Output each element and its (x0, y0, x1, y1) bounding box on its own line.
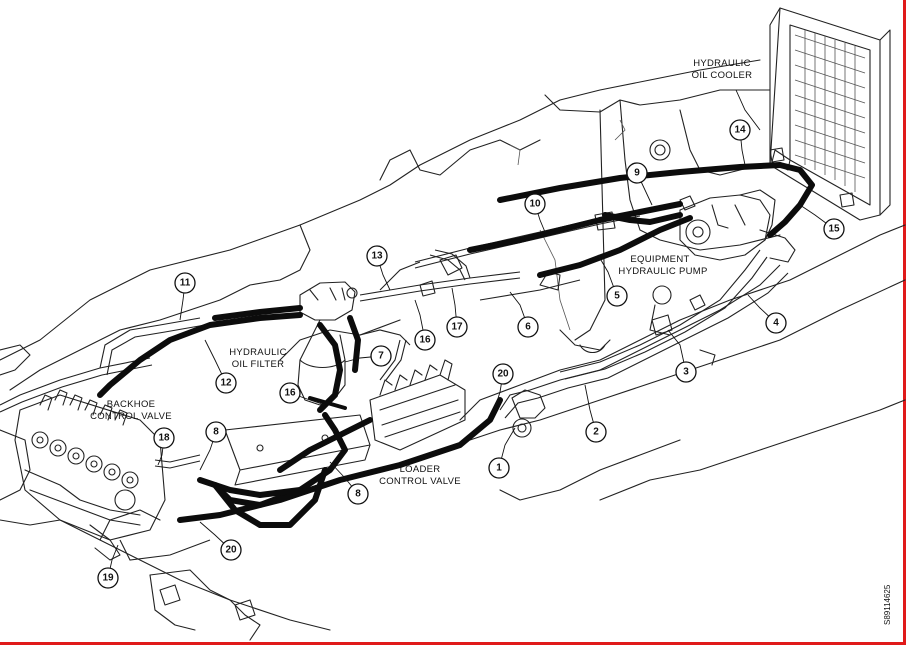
figure-id: S89114625 (883, 584, 892, 625)
callout-12-number: 12 (220, 378, 232, 389)
callout-2: 2 (585, 421, 607, 443)
callout-11-number: 11 (180, 278, 191, 289)
tractor-frame (0, 59, 906, 641)
callout-17: 17 (446, 316, 468, 338)
callout-8a: 8 (347, 483, 369, 505)
label-equipment-hydraulic-pump-line1: EQUIPMENT (630, 254, 689, 265)
callout-5-number: 5 (614, 291, 620, 302)
callout-20b-number: 20 (225, 545, 237, 556)
label-backhoe-control-valve-line2: CONTROL VALVE (90, 411, 172, 422)
callout-15: 15 (823, 218, 845, 240)
callout-8b-number: 8 (213, 427, 219, 438)
callout-18: 18 (153, 427, 175, 449)
callout-14-number: 14 (734, 125, 746, 136)
fittings (419, 147, 855, 438)
callout-18-number: 18 (158, 433, 170, 444)
callout-4-number: 4 (773, 318, 779, 329)
callout-6: 6 (517, 316, 539, 338)
callout-10: 10 (524, 193, 546, 215)
label-hydraulic-oil-cooler-line2: OIL COOLER (692, 70, 753, 81)
callout-19: 19 (97, 567, 119, 589)
callout-8a-number: 8 (355, 489, 361, 500)
callout-13: 13 (366, 245, 388, 267)
hydraulic-hoses (97, 162, 815, 528)
callout-1: 1 (488, 457, 510, 479)
label-loader-control-valve-line1: LOADER (400, 464, 441, 475)
callout-1-number: 1 (496, 463, 502, 474)
callout-12: 12 (215, 372, 237, 394)
callout-7: 7 (370, 345, 392, 367)
label-equipment-hydraulic-pump-line2: HYDRAULIC PUMP (618, 266, 707, 277)
callout-6-number: 6 (525, 322, 531, 333)
callout-16b: 16 (279, 382, 301, 404)
callout-8b: 8 (205, 421, 227, 443)
callout-20b: 20 (220, 539, 242, 561)
callout-15-number: 15 (828, 224, 840, 235)
callout-17-number: 17 (451, 322, 463, 333)
callout-19-number: 19 (102, 573, 114, 584)
callout-16b-number: 16 (284, 388, 296, 399)
callout-2-number: 2 (593, 427, 599, 438)
callout-3-number: 3 (683, 367, 689, 378)
callout-4: 4 (765, 312, 787, 334)
hydraulic-oil-filter (297, 281, 358, 406)
label-hydraulic-oil-filter-line2: OIL FILTER (232, 359, 285, 370)
callout-20a: 20 (492, 363, 514, 385)
callout-16a-number: 16 (419, 335, 431, 346)
label-hydraulic-oil-cooler-line1: HYDRAULIC (693, 58, 751, 69)
callout-5: 5 (606, 285, 628, 307)
callout-14: 14 (729, 119, 751, 141)
hydraulic-oil-cooler (769, 7, 891, 221)
callout-16a: 16 (414, 329, 436, 351)
label-backhoe-control-valve-line1: BACKHOE (107, 399, 156, 410)
callout-20a-number: 20 (497, 369, 509, 380)
backhoe-control-valve (14, 389, 166, 561)
equipment-hydraulic-pump (679, 189, 796, 263)
callout-3: 3 (675, 361, 697, 383)
label-hydraulic-oil-filter-line1: HYDRAULIC (229, 347, 287, 358)
leader-lines (107, 89, 835, 579)
callout-10-number: 10 (529, 199, 541, 210)
callout-11: 11 (174, 272, 196, 294)
label-loader-control-valve-line2: CONTROL VALVE (379, 476, 461, 487)
callout-9-number: 9 (634, 168, 640, 179)
callout-7-number: 7 (378, 351, 384, 362)
loader-control-valve (369, 359, 466, 451)
callout-13-number: 13 (371, 251, 383, 262)
callout-9: 9 (626, 162, 648, 184)
